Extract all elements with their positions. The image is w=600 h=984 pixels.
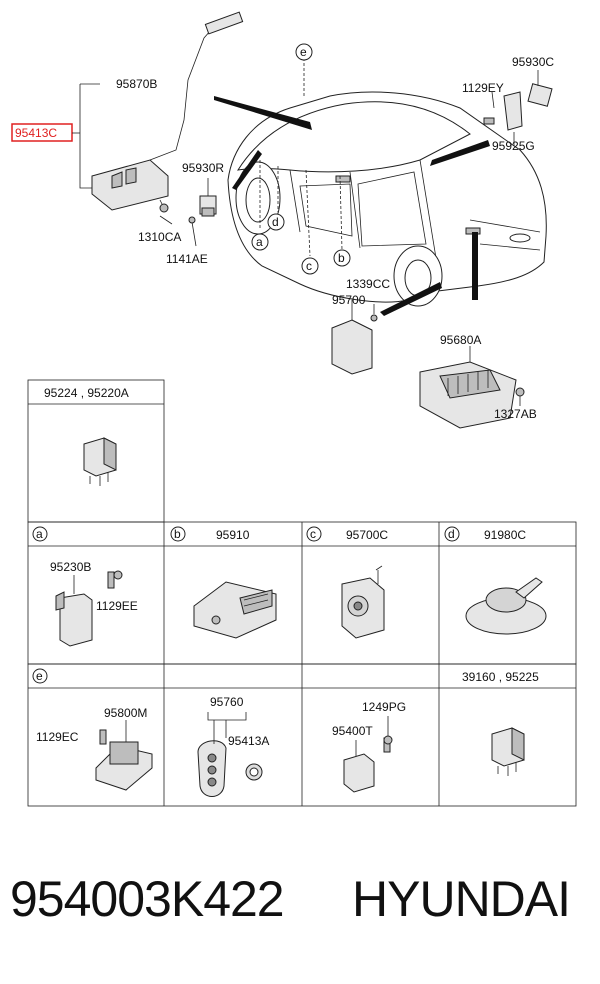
cell-marker-a: a [32,526,48,542]
label-95400T: 95400T [332,724,373,738]
key-fob-icon [197,712,263,797]
label-95800M: 95800M [104,706,147,720]
footer: 954003K422 HYUNDAI [0,870,600,960]
relay-icon [83,437,117,486]
sensor-95930R [188,178,217,247]
label-1129EC: 1129EC [36,730,79,744]
relay-module-icon [55,570,123,647]
parts-diagram: 95870B 95413C 95930R 1310CA 1141AE 95930… [11,11,577,807]
sensor-95930C [483,70,553,146]
svg-text:e: e [300,45,307,59]
callout-95700: 95700 [332,293,366,307]
svg-text:d: d [272,215,279,229]
smart-key-module-icon [343,716,393,793]
part-number: 954003K422 [10,871,285,927]
cell-header-95700C: 95700C [346,528,388,542]
relay-icon-2 [491,727,525,776]
svg-text:a: a [256,235,263,249]
cell-header-91980C: 91980C [484,528,526,542]
callout-1141AE: 1141AE [166,252,208,266]
airbag-module-icon [193,581,277,639]
marker-a: a [251,233,269,251]
brand-name: HYUNDAI [352,871,571,927]
callout-1129EY: 1129EY [462,81,504,95]
antenna-module-95413C [79,11,244,225]
label-95230B: 95230B [50,560,91,574]
svg-text:b: b [174,527,181,541]
callout-1339CC: 1339CC [346,277,390,291]
callout-1310CA: 1310CA [138,230,181,244]
callout-95925G: 95925G [492,139,535,153]
cell-header-39160-95225: 39160 , 95225 [462,670,539,684]
marker-d: d [267,213,285,231]
callout-95680A: 95680A [440,333,481,347]
cell-header-relay: 95224 , 95220A [44,386,129,400]
svg-text:b: b [338,251,345,265]
parts-table-grid [27,379,577,807]
callout-95413C: 95413C [15,126,57,140]
module-95680A [419,346,525,429]
svg-text:e: e [36,669,43,683]
marker-e: e [295,43,313,61]
buzzer-module-icon [341,565,385,639]
label-95760: 95760 [210,695,244,709]
marker-b: b [333,249,351,267]
cell-marker-e: e [32,668,48,684]
label-95413A: 95413A [228,734,269,748]
callout-95930R: 95930R [182,161,224,175]
highlight-box [11,123,73,142]
svg-text:c: c [310,527,316,541]
callout-1327AB: 1327AB [494,407,537,421]
horn-icon [465,577,547,635]
cell-marker-c: c [306,526,322,542]
marker-c: c [301,257,319,275]
callout-95930C: 95930C [512,55,554,69]
label-1249PG: 1249PG [362,700,406,714]
cell-header-95910: 95910 [216,528,250,542]
car-illustration [214,58,547,316]
svg-text:d: d [448,527,455,541]
callout-95870B: 95870B [116,77,157,91]
module-95700 [331,300,378,375]
cell-marker-b: b [170,526,186,542]
cell-marker-d: d [444,526,460,542]
svg-text:a: a [36,527,43,541]
label-1129EE: 1129EE [96,599,138,613]
sensor-module-icon [95,720,153,791]
svg-text:c: c [306,259,312,273]
